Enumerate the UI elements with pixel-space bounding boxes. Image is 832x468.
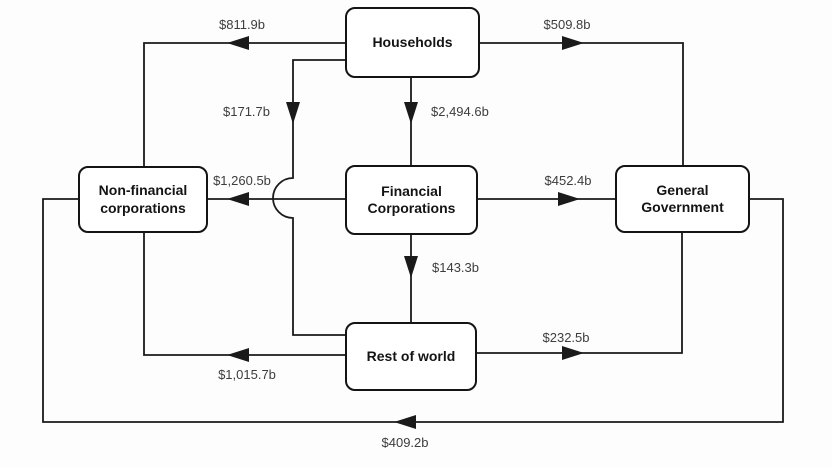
flow-value-financial-to-government: $452.4b: [544, 173, 592, 188]
arrowhead-restofworld-to-nonfinancial: [227, 348, 249, 362]
node-households: Households: [345, 7, 480, 78]
node-rest-of-world-label: Rest of world: [366, 347, 456, 364]
edge-households-to-nonfinancial: [143, 42, 345, 166]
node-general-government: General Government: [615, 165, 750, 233]
arrowhead-financial-to-government: [558, 192, 580, 206]
arrowhead-households-to-government: [562, 36, 584, 50]
flow-value-financial-to-restofworld: $143.3b: [432, 260, 479, 275]
arrowhead-households-to-nonfinancial: [227, 36, 249, 50]
edge-restofworld-to-nonfinancial: [143, 233, 345, 356]
flow-value-households-to-restofworld: $171.7b: [223, 104, 270, 119]
node-households-label: Households: [372, 33, 453, 50]
node-nonfinancial-corporations-label: Non-financial corporations: [98, 182, 188, 216]
arrowhead-financial-to-restofworld: [404, 256, 418, 278]
node-nonfinancial-corporations: Non-financial corporations: [78, 166, 208, 233]
node-general-government-label: General Government: [641, 181, 724, 215]
flow-value-households-to-government: $509.8b: [543, 17, 591, 32]
flow-value-households-to-nonfinancial: $811.9b: [218, 17, 266, 32]
node-financial-corporations-label: Financial Corporations: [367, 182, 456, 216]
arrowhead-restofworld-to-government: [562, 346, 584, 360]
edge-households-to-restofworld: [272, 59, 345, 336]
flow-value-households-to-financial: $2,494.6b: [431, 104, 489, 119]
arrowhead-households-to-restofworld: [286, 102, 300, 124]
flow-value-financial-to-nonfinancial: $1,260.5b: [213, 173, 271, 188]
node-rest-of-world: Rest of world: [345, 322, 477, 391]
arrowhead-households-to-financial: [404, 102, 418, 124]
arrowhead-government-to-nonfinancial: [394, 415, 416, 429]
flow-value-restofworld-to-government: $232.5b: [542, 330, 590, 345]
arrowhead-financial-to-nonfinancial: [227, 192, 249, 206]
node-financial-corporations: Financial Corporations: [345, 165, 478, 235]
edge-restofworld-to-government: [477, 233, 683, 354]
edge-households-to-government: [480, 42, 684, 165]
flow-value-government-to-nonfinancial: $409.2b: [381, 435, 429, 450]
flow-value-restofworld-to-nonfinancial: $1,015.7b: [218, 367, 276, 382]
